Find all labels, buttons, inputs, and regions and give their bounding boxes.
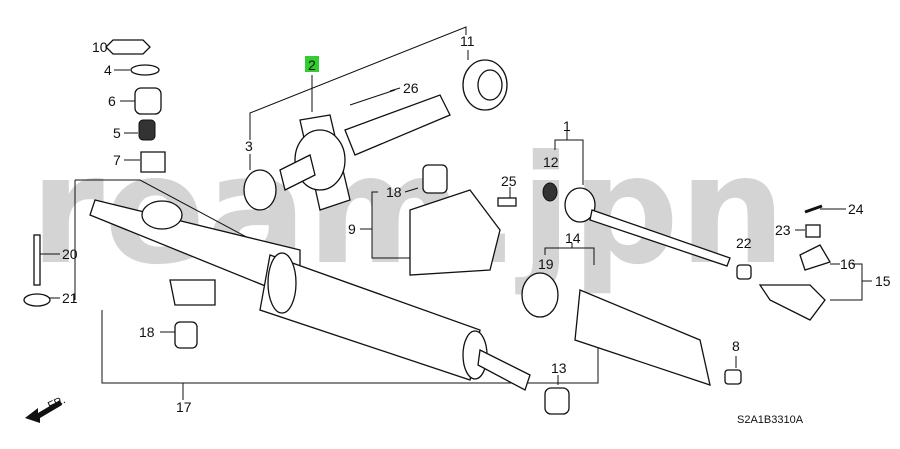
nut-23 — [805, 224, 821, 238]
washer-21 — [23, 293, 51, 307]
diagram-code: S2A1B3310A — [737, 414, 804, 426]
callout-6[interactable]: 6 — [108, 93, 116, 109]
o-ring — [243, 169, 277, 211]
callout-19[interactable]: 19 — [538, 256, 554, 272]
callout-23[interactable]: 23 — [775, 222, 791, 238]
valve-body-assembly — [279, 89, 451, 211]
callout-9[interactable]: 9 — [348, 221, 356, 237]
callouts: 10 4 6 5 7 2 26 11 3 1 12 25 18 9 24 23 … — [62, 33, 891, 415]
front-label: FR. — [46, 394, 67, 412]
callout-20[interactable]: 20 — [62, 246, 78, 262]
callout-22[interactable]: 22 — [736, 235, 752, 251]
mount-cushion-b — [174, 321, 198, 349]
cotter-pin — [804, 204, 823, 214]
bracket — [409, 189, 501, 276]
front-direction-arrow: FR. — [25, 394, 67, 423]
bolt-25 — [497, 197, 517, 207]
callout-16[interactable]: 16 — [840, 256, 856, 272]
nut-22 — [736, 264, 752, 280]
callout-3[interactable]: 3 — [245, 138, 253, 154]
rack-housing — [89, 199, 531, 391]
callout-4[interactable]: 4 — [104, 62, 112, 78]
washer — [130, 64, 160, 76]
locknut — [105, 39, 151, 55]
callout-25[interactable]: 25 — [501, 173, 517, 189]
bellows — [574, 289, 711, 386]
callout-1[interactable]: 1 — [563, 118, 571, 134]
callout-17[interactable]: 17 — [176, 399, 192, 415]
callout-7[interactable]: 7 — [113, 152, 121, 168]
callout-2[interactable]: 2 — [308, 57, 316, 73]
callout-11[interactable]: 11 — [460, 33, 475, 49]
callout-15[interactable]: 15 — [875, 273, 891, 289]
callout-14[interactable]: 14 — [565, 230, 581, 246]
boot-band — [521, 272, 559, 318]
callout-18-lower[interactable]: 18 — [139, 324, 155, 340]
callout-18[interactable]: 18 — [386, 184, 402, 200]
callout-8[interactable]: 8 — [732, 338, 740, 354]
spring — [138, 119, 156, 141]
mount-cushion — [422, 164, 448, 194]
rack-guide-screw — [134, 87, 162, 115]
tie-rod — [564, 187, 731, 267]
rack-guide — [140, 151, 166, 173]
boot-16 — [799, 244, 831, 271]
tie-rod-end — [758, 284, 826, 321]
bolt-20 — [33, 234, 41, 286]
callout-12[interactable]: 12 — [543, 154, 559, 170]
bushing-13 — [544, 387, 570, 415]
clip-8 — [724, 369, 742, 385]
callout-5[interactable]: 5 — [113, 125, 121, 141]
callout-21[interactable]: 21 — [62, 290, 78, 306]
callout-10[interactable]: 10 — [92, 39, 108, 55]
oil-seal — [462, 59, 508, 111]
callout-24[interactable]: 24 — [848, 201, 864, 217]
highlight-part-2 — [305, 56, 319, 72]
locknut-12 — [542, 182, 558, 202]
callout-13[interactable]: 13 — [551, 360, 567, 376]
callout-26[interactable]: 26 — [403, 80, 419, 96]
